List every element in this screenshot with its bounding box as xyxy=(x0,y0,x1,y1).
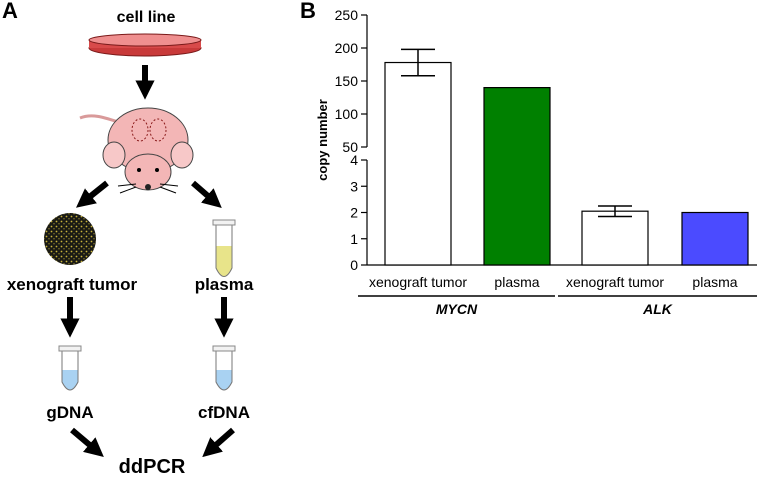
group-label: MYCN xyxy=(436,301,478,317)
y-tick-label: 100 xyxy=(335,106,359,122)
bar xyxy=(483,86,551,266)
xenograft-tumor-label: xenograft tumor xyxy=(6,275,138,294)
y-tick-label: 0 xyxy=(350,257,358,273)
y-tick-label: 3 xyxy=(350,178,358,194)
gdna-tube-icon xyxy=(58,345,82,391)
gdna-label: gDNA xyxy=(46,403,94,422)
y-axis-label: copy number xyxy=(315,99,330,181)
cell-line-label: cell line xyxy=(116,9,176,26)
panel-a-letter: A xyxy=(2,0,18,23)
x-tick-label: xenograft tumor xyxy=(369,274,467,290)
arrow-down-right-icon xyxy=(191,180,222,209)
y-tick-label: 1 xyxy=(350,231,358,247)
y-tick-label: 150 xyxy=(335,73,359,89)
mouse-icon xyxy=(79,107,194,194)
bar-chart: 50 100 150 200 250 0 1 2 3 4 copy number xenograft … xyxy=(315,7,757,317)
x-tick-label: xenograft tumor xyxy=(566,274,664,290)
cfdna-tube-icon xyxy=(212,345,236,391)
arrow-down-left-icon xyxy=(76,180,109,208)
bar xyxy=(581,210,649,266)
x-tick-label: plasma xyxy=(494,274,539,290)
bar xyxy=(384,61,452,266)
petri-dish-icon xyxy=(88,33,202,57)
arrow-down-right-icon xyxy=(70,427,104,457)
tumor-icon xyxy=(44,213,96,265)
plasma-label: plasma xyxy=(194,275,254,294)
y-tick-label: 4 xyxy=(350,152,358,168)
plasma-tube-icon xyxy=(212,219,236,277)
panel-b-letter: B xyxy=(300,0,316,23)
y-tick-label: 250 xyxy=(335,7,359,23)
y-tick-label: 2 xyxy=(350,205,358,221)
ddpcr-label: ddPCR xyxy=(118,456,186,478)
y-tick-label: 200 xyxy=(335,40,359,56)
y-tick-label: 50 xyxy=(342,139,358,155)
x-tick-label: plasma xyxy=(692,274,737,290)
group-label: ALK xyxy=(642,301,673,317)
bar xyxy=(681,211,749,266)
arrow-down-left-icon xyxy=(202,427,235,458)
cfdna-label: cfDNA xyxy=(198,403,250,422)
